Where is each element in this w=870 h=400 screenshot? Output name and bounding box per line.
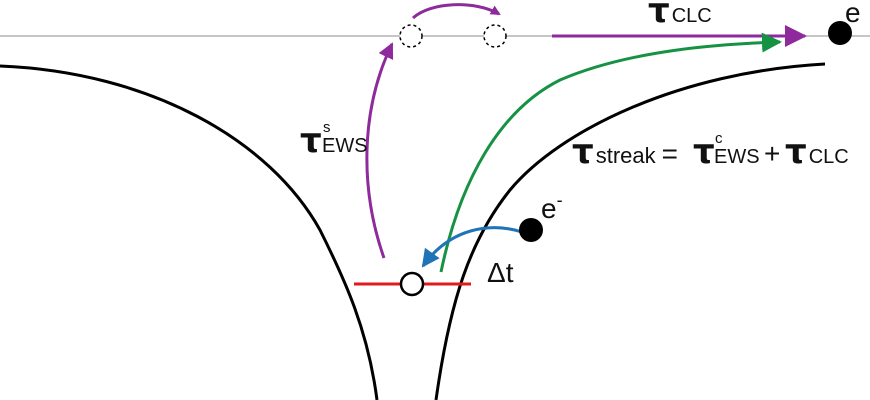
transfer-arrow xyxy=(411,3,501,20)
virtual-state-left xyxy=(399,24,423,48)
electron-mid-dot xyxy=(519,218,543,242)
electron-top-dot xyxy=(828,21,852,45)
hole-state xyxy=(399,271,425,297)
streak-term1-sub: EWS xyxy=(714,146,760,168)
streak-term1-sup: c xyxy=(715,130,723,147)
streak-plus: + xyxy=(764,138,780,169)
tau-ews-s-sub: EWS xyxy=(322,135,368,157)
delta-t-label: Δt xyxy=(487,257,514,288)
ews-s-arrow xyxy=(365,42,394,259)
tau-ews-s-label: τ xyxy=(300,121,322,161)
streak-equation-lhs: τstreak= xyxy=(572,132,678,172)
potential-curve-right xyxy=(434,62,826,400)
tau-ews-s-sup: s xyxy=(323,119,331,136)
delay-arrow xyxy=(421,226,523,268)
virtual-state-right xyxy=(483,24,507,48)
streak-arrow xyxy=(439,32,782,273)
potential-curve-left xyxy=(0,64,379,400)
streak-term1-symbol: τ xyxy=(693,132,715,172)
electron-mid-label: e- xyxy=(541,190,563,224)
electron-top-label: e xyxy=(845,0,861,28)
